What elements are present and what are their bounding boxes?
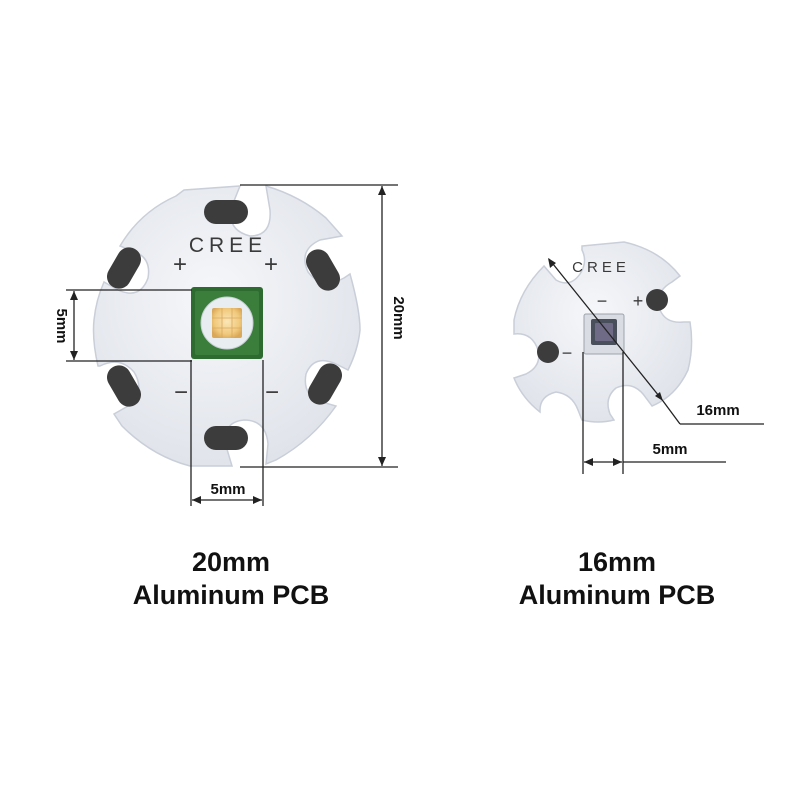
- left-dim-bottom-label: 5mm: [210, 481, 245, 498]
- left-dim-side-label: 5mm: [53, 308, 70, 343]
- right-minus-mark-left: −: [562, 343, 573, 363]
- left-caption-type: Aluminum PCB: [132, 580, 330, 610]
- right-plus-mark: +: [633, 291, 644, 311]
- left-minus-mark-right: −: [265, 379, 279, 406]
- right-caption-type: Aluminum PCB: [518, 580, 716, 610]
- right-led-emitter: [583, 313, 625, 355]
- right-caption-size: 16mm: [577, 547, 657, 577]
- left-caption: 20mm Aluminum PCB: [81, 546, 381, 612]
- right-dimension-lines: [548, 258, 764, 474]
- right-pad-right: [646, 289, 668, 311]
- right-dim-diagonal-label: 16mm: [696, 402, 739, 419]
- right-dimension-arrows: [548, 258, 663, 466]
- left-plus-mark-right: +: [264, 251, 278, 278]
- left-pad-bottom-left: [107, 365, 141, 407]
- right-pcb-board: CREE + − −: [513, 241, 693, 423]
- left-plus-mark-left: +: [173, 251, 187, 278]
- left-led-emitter: [191, 287, 263, 359]
- right-brand-label: CREE: [572, 259, 630, 276]
- left-dim-height-label: 20mm: [390, 296, 407, 339]
- left-dimension-arrows: [70, 186, 386, 504]
- right-pad-left: [537, 341, 559, 363]
- left-brand-label: CREE: [189, 234, 267, 257]
- left-minus-mark-left: −: [174, 379, 188, 406]
- right-dim-bottom-label: 5mm: [652, 441, 687, 458]
- left-pad-top-left: [107, 247, 141, 289]
- left-pcb-board: CREE + + − −: [92, 184, 361, 467]
- left-dimension-lines: [66, 184, 398, 506]
- right-minus-mark-top: −: [597, 291, 608, 311]
- left-pad-bottom-right: [308, 363, 342, 405]
- left-pad-top: [204, 200, 248, 224]
- left-pad-bottom: [204, 426, 248, 450]
- left-pad-top-right: [306, 249, 340, 291]
- right-caption: 16mm Aluminum PCB: [467, 546, 767, 612]
- left-caption-size: 20mm: [191, 547, 271, 577]
